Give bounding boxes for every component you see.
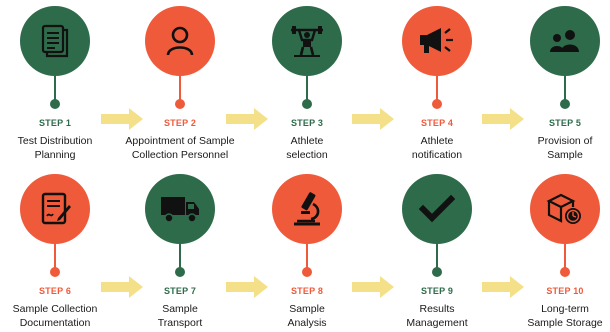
step-5-desc-line2: Sample: [547, 148, 583, 161]
step-4-label: STEP 4: [420, 118, 454, 128]
step-3-dot: [302, 99, 312, 109]
step-2-desc-line1: Appointment of Sample: [125, 135, 235, 147]
step-2-label: STEP 2: [163, 118, 197, 128]
step-1-desc-line2: Planning: [34, 148, 76, 161]
step-6-description: Sample Collection Documentation: [0, 303, 130, 330]
step-1-circle: [20, 6, 90, 76]
step-10-desc-line1: Long-term: [541, 303, 589, 315]
arrow-step3-to-step4: [352, 108, 394, 130]
step-9-desc-line1: Results: [419, 303, 455, 315]
step-2-desc-line2: Collection Personnel: [131, 148, 229, 161]
step-3-desc-line2: selection: [286, 148, 328, 161]
step-4-desc-line2: notification: [411, 148, 463, 161]
step-8-desc-line1: Sample: [289, 303, 325, 315]
step-8-description: Sample Analysis: [232, 303, 382, 330]
signed-form-icon: [41, 192, 71, 225]
step-3-label: STEP 3: [290, 118, 324, 128]
step-7-dot: [175, 267, 185, 277]
arrow-step7-to-step8: [226, 276, 268, 298]
step-10-description: Long-term Sample Storage: [490, 303, 610, 330]
step-7-circle: [145, 174, 215, 244]
step-10-desc-line2: Sample Storage: [527, 316, 603, 329]
step-5-desc-line1: Provision of: [537, 135, 593, 147]
step-1-connector: [54, 74, 56, 100]
person-icon: [166, 26, 194, 56]
arrow-step8-to-step9: [352, 276, 394, 298]
step-5-dot: [560, 99, 570, 109]
megaphone-icon: [420, 28, 453, 53]
step-2-connector: [179, 74, 181, 100]
arrow-step4-to-step5: [482, 108, 524, 130]
step-4-dot: [432, 99, 442, 109]
step-1-description: Test Distribution Planning: [0, 135, 130, 162]
step-4-circle: [402, 6, 472, 76]
step-8-circle: [272, 174, 342, 244]
arrow-step1-to-step2: [101, 108, 143, 130]
step-3-description: Athlete selection: [232, 135, 382, 162]
step-9-circle: [402, 174, 472, 244]
step-9-label: STEP 9: [420, 286, 454, 296]
delivery-truck-icon: [161, 197, 199, 223]
document-list-icon: [41, 24, 69, 58]
arrow-step9-to-step10: [482, 276, 524, 298]
step-2-circle: [145, 6, 215, 76]
step-4-connector: [436, 74, 438, 100]
step-10-dot: [560, 267, 570, 277]
step-1-desc-line1: Test Distribution: [17, 135, 93, 147]
step-9-connector: [436, 242, 438, 268]
step-6-desc-line2: Documentation: [19, 316, 91, 329]
step-7-desc-line1: Sample: [162, 303, 198, 315]
step-8-connector: [306, 242, 308, 268]
step-4-description: Athlete notification: [362, 135, 512, 162]
step-2-description: Appointment of Sample Collection Personn…: [105, 135, 255, 162]
step-8-dot: [302, 267, 312, 277]
step-8-label: STEP 8: [290, 286, 324, 296]
step-5-circle: [530, 6, 600, 76]
step-10-label: STEP 10: [546, 286, 584, 296]
people-group-icon: [550, 30, 579, 52]
step-8-desc-line2: Analysis: [287, 316, 327, 329]
step-10-circle: [530, 174, 600, 244]
step-6-circle: [20, 174, 90, 244]
step-5-label: STEP 5: [548, 118, 582, 128]
step-2-dot: [175, 99, 185, 109]
step-9-desc-line2: Management: [406, 316, 468, 329]
step-6-dot: [50, 267, 60, 277]
step-10-connector: [564, 242, 566, 268]
step-6-label: STEP 6: [38, 286, 72, 296]
step-1-label: STEP 1: [38, 118, 72, 128]
box-timer-icon: [546, 193, 581, 224]
step-9-description: Results Management: [362, 303, 512, 330]
step-3-circle: [272, 6, 342, 76]
arrow-step6-to-step7: [101, 276, 143, 298]
step-6-desc-line1: Sample Collection: [12, 303, 98, 315]
step-5-connector: [564, 74, 566, 100]
step-9-dot: [432, 267, 442, 277]
step-7-connector: [179, 242, 181, 268]
weightlifter-icon: [291, 26, 323, 57]
step-4-desc-line1: Athlete: [420, 135, 454, 147]
checkmark-icon: [419, 194, 455, 223]
step-3-connector: [306, 74, 308, 100]
step-7-description: Sample Transport: [105, 303, 255, 330]
step-6-connector: [54, 242, 56, 268]
step-7-desc-line2: Transport: [157, 316, 203, 329]
step-3-desc-line1: Athlete: [290, 135, 324, 147]
microscope-icon: [294, 192, 320, 226]
step-5-description: Provision of Sample: [490, 135, 610, 162]
arrow-step2-to-step3: [226, 108, 268, 130]
step-1-dot: [50, 99, 60, 109]
step-7-label: STEP 7: [163, 286, 197, 296]
